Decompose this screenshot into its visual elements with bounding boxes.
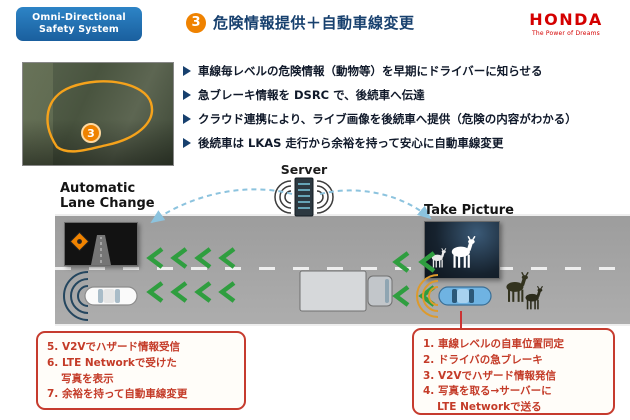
take-picture-label: Take Picture [424, 203, 514, 218]
hazard-road-icon [69, 231, 111, 265]
callout-line: 2. ドライバの急ブレーキ [423, 353, 543, 366]
honda-logo: HONDA The Power of Dreams [518, 10, 614, 37]
callout-line: LTE Networkで送る [423, 401, 542, 413]
bullet-arrow-icon [183, 66, 191, 76]
deer-picture-thumbnail [424, 221, 500, 279]
bullet-item: 後続車は LKAS 走行から余裕を持って安心に自動車線変更 [183, 136, 621, 151]
page-title-text: 危険情報提供＋自動車線変更 [213, 14, 415, 32]
lead-car-icon [438, 286, 492, 306]
badge-line1: Omni-Directional [32, 12, 126, 24]
callout-line: 1. 車線レベルの自車位置同定 [423, 338, 564, 350]
bullet-text: クラウド連携により、ライブ画像を後続車へ提供（危険の内容がわかる） [198, 111, 577, 126]
deer-photo-icon [447, 236, 477, 270]
v2v-wave-right-icon [416, 274, 439, 318]
automatic-lane-change-label: Automatic Lane Change [60, 181, 155, 212]
bullet-arrow-icon [183, 137, 191, 148]
bullet-arrow-icon [183, 113, 191, 124]
callout-line: 4. 写真を取る→サーバーに [423, 385, 552, 398]
badge-line2: Safety System [38, 24, 120, 35]
callout-line: 7. 余裕を持って自動車線変更 [47, 388, 188, 401]
server-link-arrows-icon [150, 188, 432, 224]
lead-car-callout: 1. 車線レベルの自車位置同定 2. ドライバの急ブレーキ 3. V2Vでハザー… [412, 328, 615, 415]
deer-small-icon [522, 286, 544, 311]
page-title: 3 危険情報提供＋自動車線変更 [186, 12, 415, 33]
aerial-test-course-photo: 3 [22, 62, 174, 166]
data-flow-chevrons-icon [146, 247, 236, 303]
honda-tagline: The Power of Dreams [532, 30, 600, 37]
callout-pointer-line [460, 311, 462, 329]
bullet-item: 車線毎レベルの危険情報（動物等）を早期にドライバーに知らせる [183, 64, 621, 79]
course-marker: 3 [81, 123, 101, 143]
omni-directional-badge: Omni-Directional Safety System [16, 7, 142, 41]
course-loop-icon [46, 80, 154, 153]
bullet-text: 車線毎レベルの危険情報（動物等）を早期にドライバーに知らせる [198, 64, 543, 78]
lane-divider-line [55, 267, 630, 270]
lane-label-line1: Automatic [60, 181, 136, 196]
honda-wordmark: HONDA [529, 10, 603, 29]
following-car-callout: 5. V2Vでハザード情報受信 6. LTE Networkで受けた 写真を表示… [36, 331, 246, 410]
bullet-item: 急ブレーキ情報を DSRC で、後続車へ伝達 [183, 88, 621, 103]
bullet-arrow-icon [183, 89, 191, 100]
truck-icon [299, 270, 393, 312]
callout-line: 3. V2Vでハザード情報発信 [423, 369, 557, 382]
callout-line: 写真を表示 [47, 372, 114, 385]
title-number-badge: 3 [186, 12, 206, 33]
server-icon [274, 177, 334, 217]
callout-line: 6. LTE Networkで受けた [47, 356, 177, 369]
callout-line: 5. V2Vでハザード情報受信 [47, 341, 181, 353]
following-car-icon [84, 286, 138, 306]
lane-label-line2: Lane Change [60, 195, 155, 211]
server-label: Server [280, 162, 328, 177]
hazard-view-thumbnail [64, 222, 138, 266]
bullet-text: 後続車は LKAS 走行から余裕を持って安心に自動車線変更 [198, 135, 504, 150]
v2v-wave-left-icon [63, 271, 89, 321]
bullet-text: 急ブレーキ情報を DSRC で、後続車へ伝達 [198, 87, 425, 102]
feature-bullet-list: 車線毎レベルの危険情報（動物等）を早期にドライバーに知らせる 急ブレーキ情報を … [183, 64, 621, 160]
bullet-item: クラウド連携により、ライブ画像を後続車へ提供（危険の内容がわかる） [183, 112, 621, 127]
